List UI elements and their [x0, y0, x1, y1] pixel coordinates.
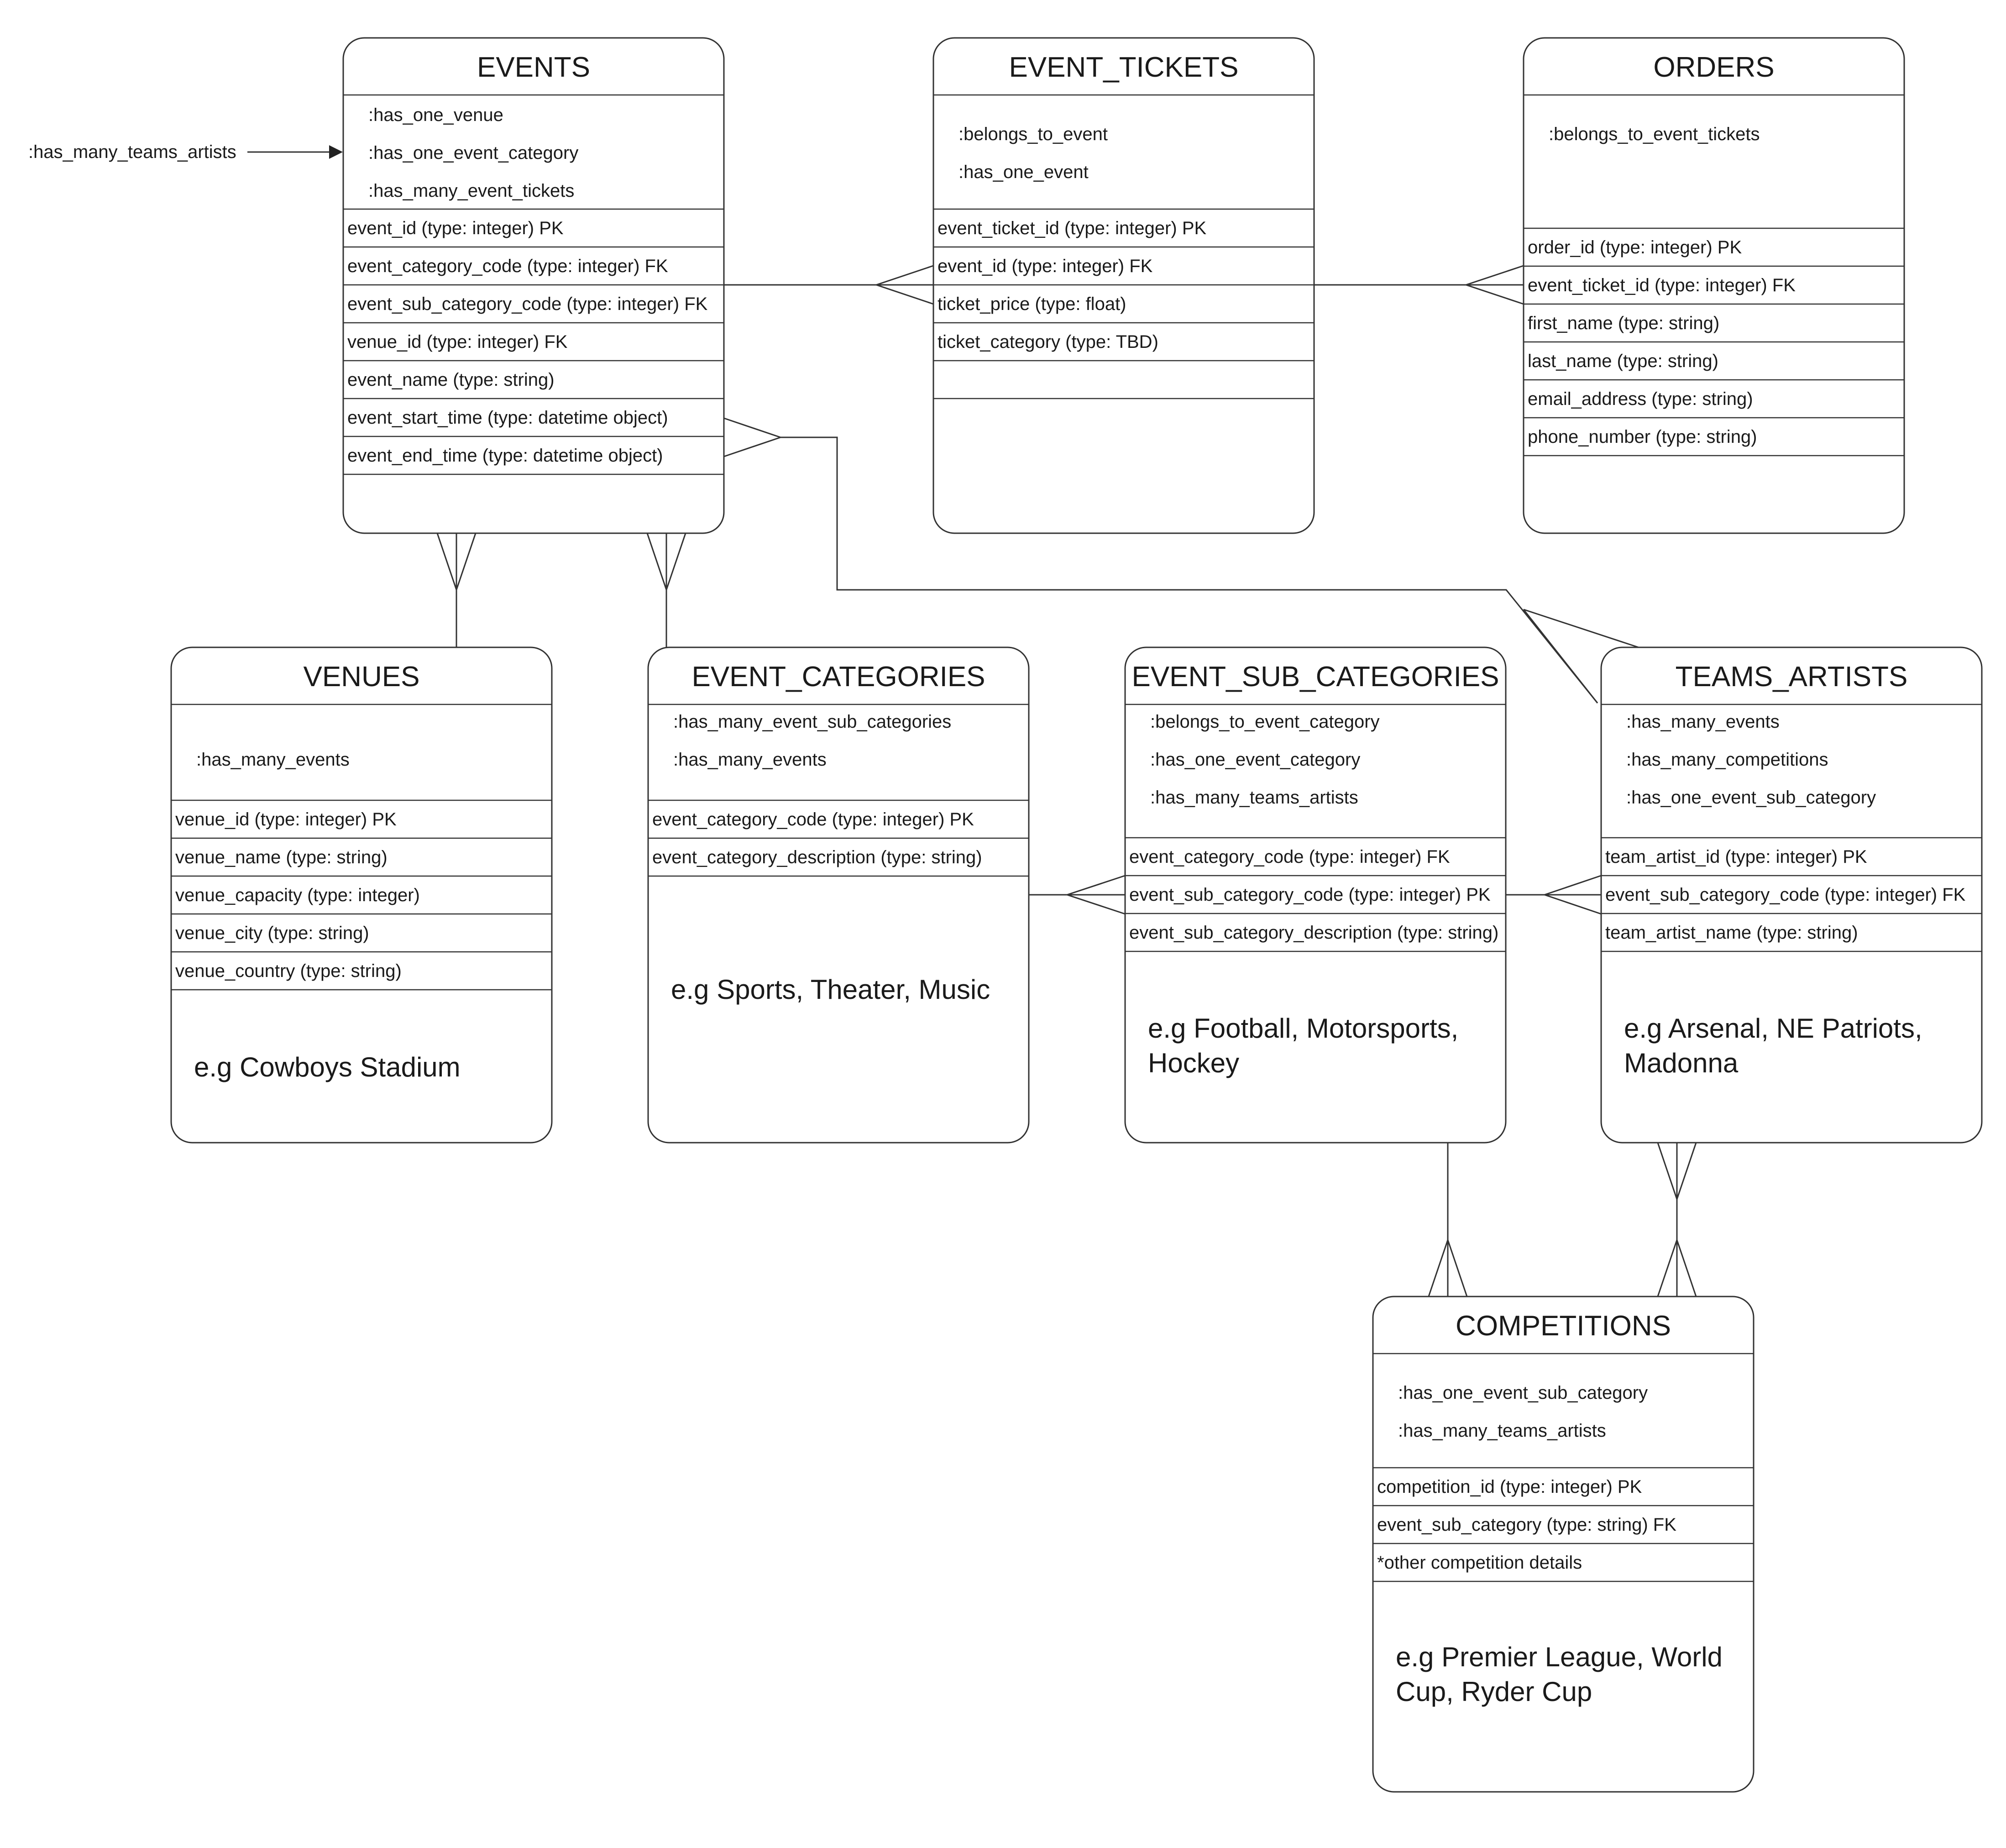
field-row: last_name (type: string)	[1528, 351, 1718, 371]
field-row: event_sub_category_code (type: integer) …	[1605, 885, 1966, 905]
field-row: team_artist_name (type: string)	[1605, 923, 1858, 943]
field-row: venue_name (type: string)	[175, 847, 388, 867]
field-row: venue_city (type: string)	[175, 923, 369, 943]
entity-title: VENUES	[304, 661, 420, 693]
field-row: event_category_code (type: integer) FK	[347, 256, 668, 276]
field-row: event_ticket_id (type: integer) PK	[938, 218, 1207, 238]
association-label: :has_one_event_category	[1150, 750, 1360, 770]
example-text: e.g Arsenal, NE Patriots,	[1624, 1013, 1922, 1044]
crows-foot-teams-competitions	[1657, 1142, 1697, 1202]
association-label: :has_one_venue	[368, 105, 503, 125]
association-label: :has_one_event	[958, 162, 1089, 182]
field-row: event_sub_category (type: string) FK	[1377, 1515, 1676, 1535]
field-row: event_sub_category_code (type: integer) …	[347, 294, 708, 314]
example-text: e.g Premier League, World	[1396, 1642, 1723, 1672]
external-association-note: :has_many_teams_artists	[28, 142, 236, 162]
field-row: phone_number (type: string)	[1528, 427, 1757, 447]
association-label: :has_one_event_category	[368, 143, 578, 163]
entity-box	[1124, 646, 1507, 1144]
field-row: event_category_description (type: string…	[652, 847, 982, 867]
entity-box	[1372, 1296, 1755, 1793]
entity-title: EVENT_SUB_CATEGORIES	[1131, 661, 1499, 693]
association-label: :has_many_event_sub_categories	[673, 712, 951, 732]
example-text: Madonna	[1624, 1048, 1739, 1078]
field-row: event_sub_category_description (type: st…	[1129, 923, 1498, 943]
crows-foot-teams-events	[1523, 609, 1639, 704]
field-row: event_end_time (type: datetime object)	[347, 446, 663, 466]
crows-foot-events-venues	[436, 533, 477, 592]
example-text: e.g Sports, Theater, Music	[671, 974, 990, 1005]
field-row: team_artist_id (type: integer) PK	[1605, 847, 1867, 867]
field-row: email_address (type: string)	[1528, 389, 1753, 409]
association-label: :has_many_events	[1626, 712, 1780, 732]
relationship-lines	[436, 265, 1697, 1297]
crows-foot-subcategories	[1065, 875, 1126, 915]
entity-orders: ORDERS :belongs_to_event_tickets order_id …	[1523, 37, 1905, 534]
association-label: :belongs_to_event_tickets	[1549, 124, 1760, 144]
association-label: :belongs_to_event_category	[1150, 712, 1380, 732]
entity-title: TEAMS_ARTISTS	[1676, 661, 1908, 693]
entity-box	[647, 646, 1030, 1144]
field-row: venue_id (type: integer) FK	[347, 332, 568, 352]
entity-box	[342, 37, 725, 534]
crows-foot-orders	[1464, 265, 1524, 305]
field-row: event_category_code (type: integer) PK	[652, 809, 974, 830]
example-text: Hockey	[1148, 1048, 1239, 1078]
association-label: :has_one_event_sub_category	[1626, 788, 1876, 808]
field-row: venue_id (type: integer) PK	[175, 809, 397, 830]
field-row: event_category_code (type: integer) FK	[1129, 847, 1450, 867]
entity-box	[170, 646, 553, 1144]
association-label: :has_many_events	[196, 750, 350, 770]
field-row: first_name (type: string)	[1528, 313, 1719, 333]
field-row: event_id (type: integer) PK	[347, 218, 564, 238]
association-label: :has_many_events	[673, 750, 827, 770]
entity-competitions: COMPETITIONS :has_one_event_sub_category:…	[1372, 1296, 1755, 1793]
entity-teams-artists: TEAMS_ARTISTS :has_many_events :has_many_c…	[1600, 646, 1983, 1144]
entity-box	[1600, 646, 1983, 1144]
example-text: Cup, Ryder Cup	[1396, 1676, 1592, 1707]
entity-event-tickets: EVENT_TICKETS :belongs_to_event :has_one_e…	[932, 37, 1315, 534]
field-row: competition_id (type: integer) PK	[1377, 1477, 1642, 1497]
association-label: :has_many_teams_artists	[1150, 788, 1358, 808]
entity-event-sub-categories: EVENT_SUB_CATEGORIES :belongs_to_event_ca…	[1124, 646, 1507, 1144]
field-row: event_name (type: string)	[347, 370, 555, 390]
field-row: ticket_price (type: float)	[938, 294, 1126, 314]
entities-layer: EVENTS :has_one_venue :has_one_event_categ…	[170, 37, 1983, 1793]
entity-title: EVENT_TICKETS	[1009, 52, 1239, 83]
field-row: event_id (type: integer) FK	[938, 256, 1153, 276]
crows-foot-events-categories	[646, 533, 686, 592]
field-row: venue_country (type: string)	[175, 961, 402, 981]
entity-box	[932, 37, 1315, 534]
crows-foot-teams	[1542, 875, 1602, 915]
entity-event-categories: EVENT_CATEGORIES :has_many_event_sub_cate…	[647, 646, 1030, 1144]
entity-venues: VENUES :has_many_events venue_id (type: in…	[170, 646, 553, 1144]
example-text: e.g Football, Motorsports,	[1148, 1013, 1458, 1044]
field-row: event_sub_category_code (type: integer) …	[1129, 885, 1491, 905]
entity-title: EVENTS	[477, 52, 590, 83]
example-text: e.g Cowboys Stadium	[194, 1052, 461, 1082]
association-label: :has_many_teams_artists	[1398, 1421, 1606, 1441]
field-row: venue_capacity (type: integer)	[175, 885, 420, 905]
crows-foot-event-tickets	[874, 265, 934, 305]
field-row: order_id (type: integer) PK	[1528, 237, 1742, 257]
rel-events-teams	[780, 436, 1598, 704]
field-row: event_start_time (type: datetime object)	[347, 408, 668, 428]
crows-foot-events-teams	[723, 417, 783, 457]
field-row: *other competition details	[1377, 1553, 1582, 1573]
association-label: :has_one_event_sub_category	[1398, 1383, 1648, 1403]
association-label: :belongs_to_event	[958, 124, 1108, 144]
field-row: ticket_category (type: TBD)	[938, 332, 1158, 352]
entity-box	[1523, 37, 1905, 534]
association-label: :has_many_event_tickets	[368, 181, 574, 201]
association-label: :has_many_competitions	[1626, 750, 1828, 770]
field-row: event_ticket_id (type: integer) FK	[1528, 275, 1796, 295]
entity-title: EVENT_CATEGORIES	[691, 661, 985, 693]
entity-title: COMPETITIONS	[1456, 1310, 1671, 1342]
entity-title: ORDERS	[1653, 52, 1774, 83]
crows-foot-competitions-sub	[1428, 1238, 1468, 1297]
entity-events: EVENTS :has_one_venue :has_one_event_categ…	[342, 37, 725, 534]
crows-foot-competitions-teams	[1657, 1238, 1697, 1297]
